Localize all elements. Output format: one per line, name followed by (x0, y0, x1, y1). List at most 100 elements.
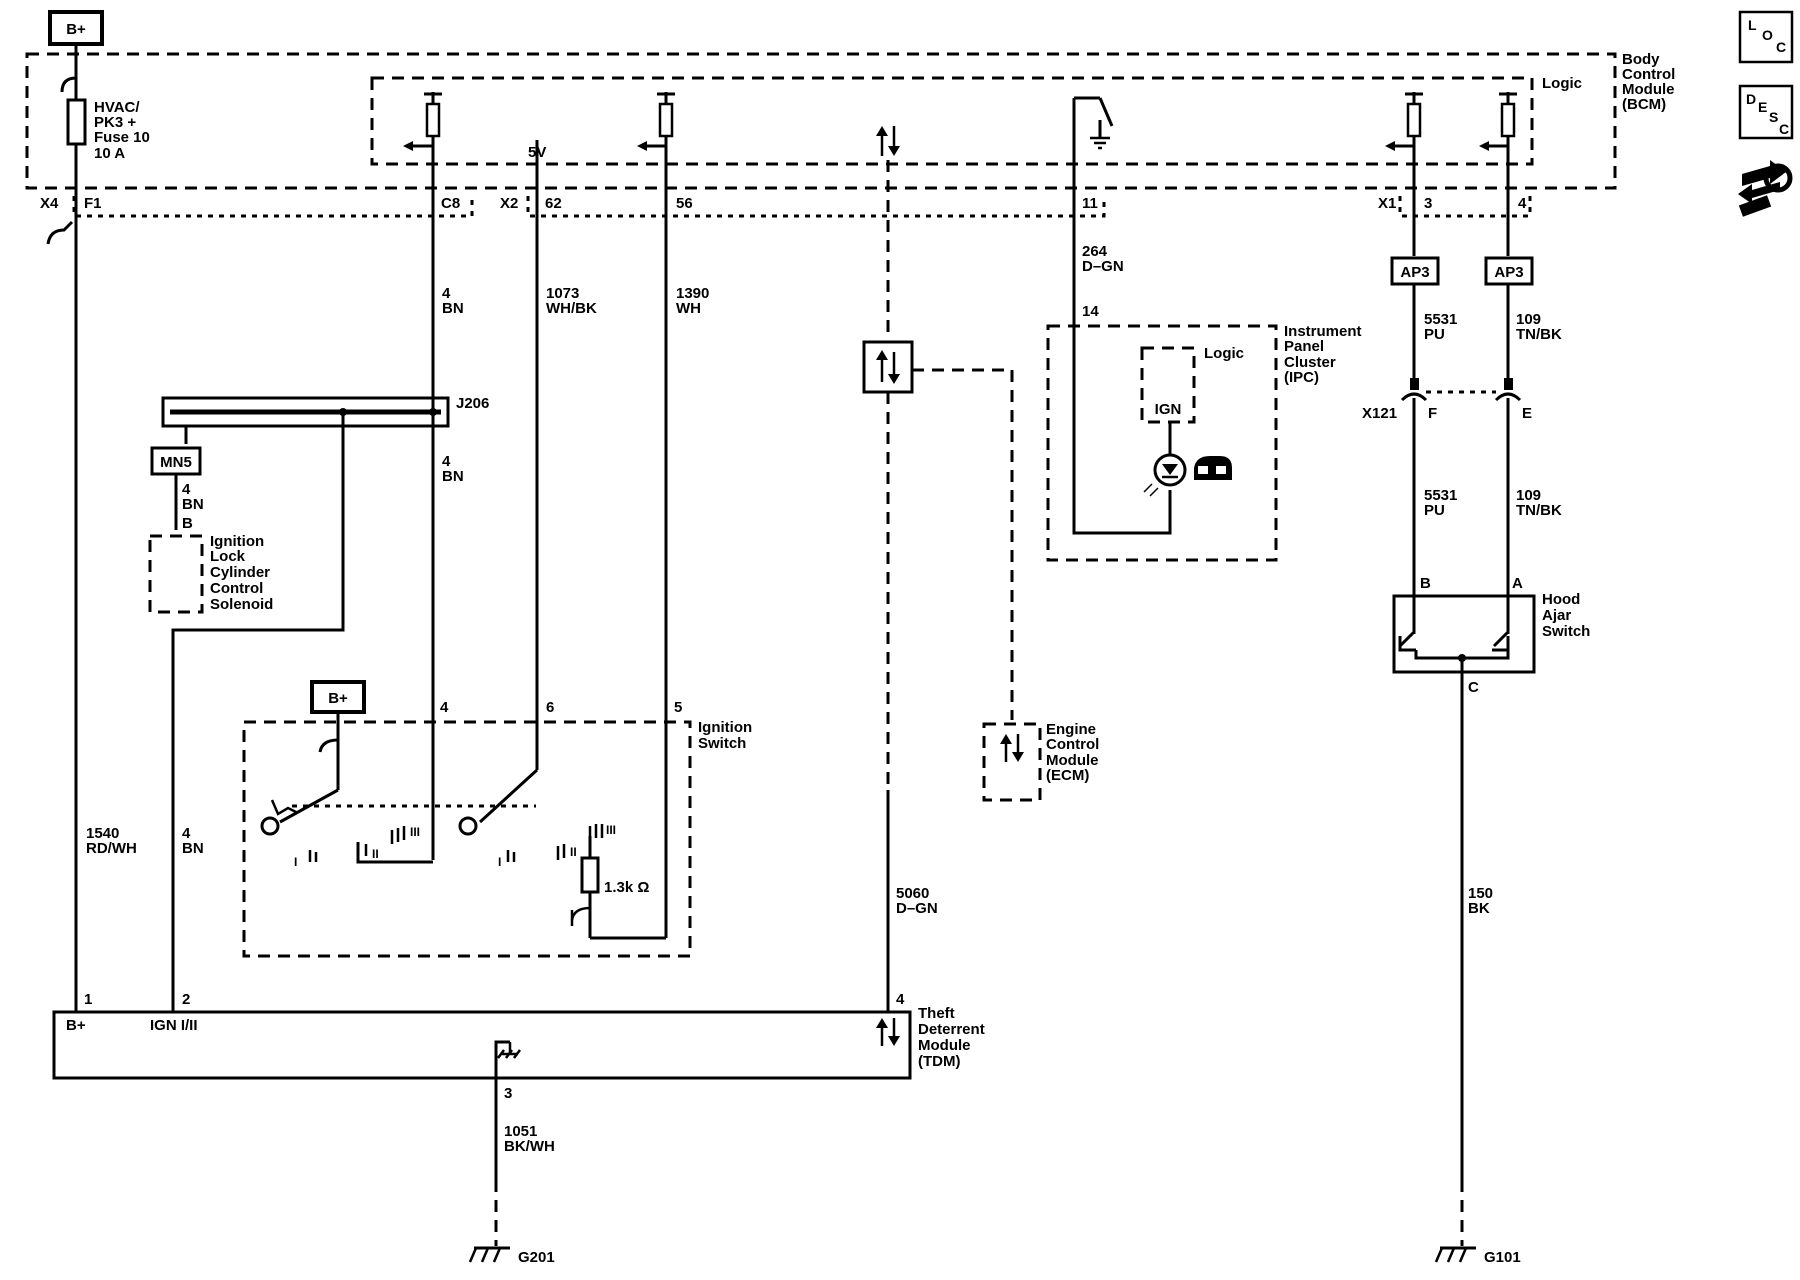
bcm-name: Body Control Module (BCM) (1622, 51, 1675, 113)
svg-text:WH: WH (676, 300, 701, 317)
led-indicator-icon (1143, 453, 1187, 497)
tdm-ign-label: IGN I/II (150, 1017, 198, 1034)
ipc-logic-box (1140, 346, 1196, 424)
bcm-input-3 (1385, 92, 1423, 151)
svg-text:4: 4 (442, 453, 451, 470)
svg-text:Deterrent: Deterrent (918, 1021, 985, 1038)
ipc-logic-label: Logic (1204, 345, 1244, 362)
svg-text:(TDM): (TDM) (918, 1053, 960, 1070)
ipc-name: Instrument Panel Cluster (IPC) (1284, 323, 1362, 386)
svg-text:5: 5 (674, 699, 682, 716)
svg-text:BN: BN (182, 840, 204, 857)
switch-pivot-right (458, 816, 478, 836)
ignition-switch-box (242, 720, 692, 958)
svg-text:PU: PU (1424, 326, 1445, 343)
bcm-input-56 (637, 92, 675, 151)
svg-text:Ignition: Ignition (210, 533, 264, 550)
svg-text:TN/BK: TN/BK (1516, 326, 1562, 343)
switch-blade-left (279, 788, 339, 824)
svg-text:Hood: Hood (1542, 591, 1580, 608)
solenoid-box (148, 534, 204, 614)
ground-g201-label: G201 (518, 1249, 555, 1266)
svg-text:Fuse 10: Fuse 10 (94, 129, 150, 146)
ipc-pin-14: 14 (1082, 303, 1099, 320)
serial-to-ecm (912, 368, 1014, 720)
svg-text:O: O (1762, 27, 1773, 43)
svg-text:5531: 5531 (1424, 311, 1457, 328)
bcm-connector-row: X4 F1 C8 X2 62 56 11 X1 3 4 (40, 195, 1532, 218)
svg-text:I: I (498, 855, 501, 869)
svg-text:D–GN: D–GN (1082, 258, 1124, 275)
switch-position-labels: I II III I II III (294, 823, 616, 869)
svg-text:BN: BN (442, 300, 464, 317)
svg-text:150: 150 (1468, 885, 1493, 902)
svg-text:D–GN: D–GN (896, 900, 938, 917)
svg-text:Body: Body (1622, 51, 1660, 68)
svg-text:Switch: Switch (1542, 623, 1590, 640)
ipc-ign-label: IGN (1155, 401, 1182, 418)
hood-pin-b: B (1420, 575, 1431, 592)
svg-text:HVAC/: HVAC/ (94, 99, 140, 116)
svg-text:B+: B+ (328, 690, 348, 707)
svg-text:5531: 5531 (1424, 487, 1457, 504)
ground-g201-icon: G201 (468, 1246, 555, 1266)
ap3-right: AP3 (1484, 256, 1534, 286)
svg-text:X121: X121 (1362, 405, 1397, 422)
connector-x121: X121 F E (1362, 378, 1532, 422)
ground-g101-icon: G101 (1434, 1246, 1521, 1266)
solenoid-name: Ignition Lock Cylinder Control Solenoid (210, 533, 273, 613)
tdm-pins: 1 2 4 3 (84, 991, 905, 1102)
svg-text:6: 6 (546, 699, 554, 716)
switch-pivot-left (260, 816, 280, 836)
svg-text:4: 4 (896, 991, 905, 1008)
hood-pin-a: A (1512, 575, 1523, 592)
svg-text:BK/WH: BK/WH (504, 1138, 555, 1155)
svg-text:Module: Module (918, 1037, 971, 1054)
svg-text:1390: 1390 (676, 285, 709, 302)
svg-text:Panel: Panel (1284, 338, 1324, 355)
svg-text:AP3: AP3 (1400, 264, 1429, 281)
wire-labels: 4 BN 1073 WH/BK 1390 WH 264 D–GN 5531 PU… (86, 243, 1562, 1155)
svg-text:C8: C8 (441, 195, 460, 212)
bcm-logic-label: Logic (1542, 75, 1582, 92)
svg-text:1051: 1051 (504, 1123, 537, 1140)
svg-text:III: III (606, 823, 616, 837)
svg-text:4: 4 (440, 699, 449, 716)
splice-label: J206 (456, 395, 489, 412)
svg-text:II: II (372, 847, 379, 861)
battery-top-label: B+ (66, 21, 86, 38)
switch-blade-right (478, 768, 539, 824)
svg-text:Cluster: Cluster (1284, 354, 1336, 371)
svg-text:1: 1 (84, 991, 92, 1008)
serial-data-arrows-icon (876, 126, 900, 156)
svg-text:10 A: 10 A (94, 145, 125, 162)
svg-text:MN5: MN5 (160, 454, 192, 471)
mn5-connector: MN5 (150, 446, 202, 476)
svg-text:C: C (1779, 121, 1789, 137)
svg-text:E: E (1758, 99, 1767, 115)
svg-text:2: 2 (182, 991, 190, 1008)
svg-text:X1: X1 (1378, 195, 1396, 212)
svg-text:11: 11 (1082, 195, 1098, 212)
svg-text:1540: 1540 (86, 825, 119, 842)
location-button[interactable]: L O C (1738, 10, 1794, 64)
svg-text:(BCM): (BCM) (1622, 96, 1666, 113)
car-hood-icon (1194, 456, 1232, 480)
description-button[interactable]: D E S C (1738, 84, 1794, 140)
svg-text:S: S (1769, 109, 1778, 125)
svg-text:X2: X2 (500, 195, 518, 212)
svg-text:Instrument: Instrument (1284, 323, 1362, 340)
bcm-ground-icon (1074, 96, 1114, 150)
battery-top: B+ (48, 10, 104, 78)
svg-text:X4: X4 (40, 195, 59, 212)
bcm-logic-box (370, 76, 1534, 166)
hood-pin-c: C (1468, 679, 1479, 696)
wire-ign-tdm (171, 412, 345, 1012)
svg-text:(ECM): (ECM) (1046, 767, 1089, 784)
bcm-input-c8 (403, 92, 442, 151)
connector-wrench-icon[interactable] (1738, 160, 1793, 217)
svg-text:4: 4 (442, 285, 451, 302)
svg-text:BN: BN (442, 468, 464, 485)
bcm-input-4 (1479, 92, 1517, 151)
svg-text:Module: Module (1046, 752, 1099, 769)
